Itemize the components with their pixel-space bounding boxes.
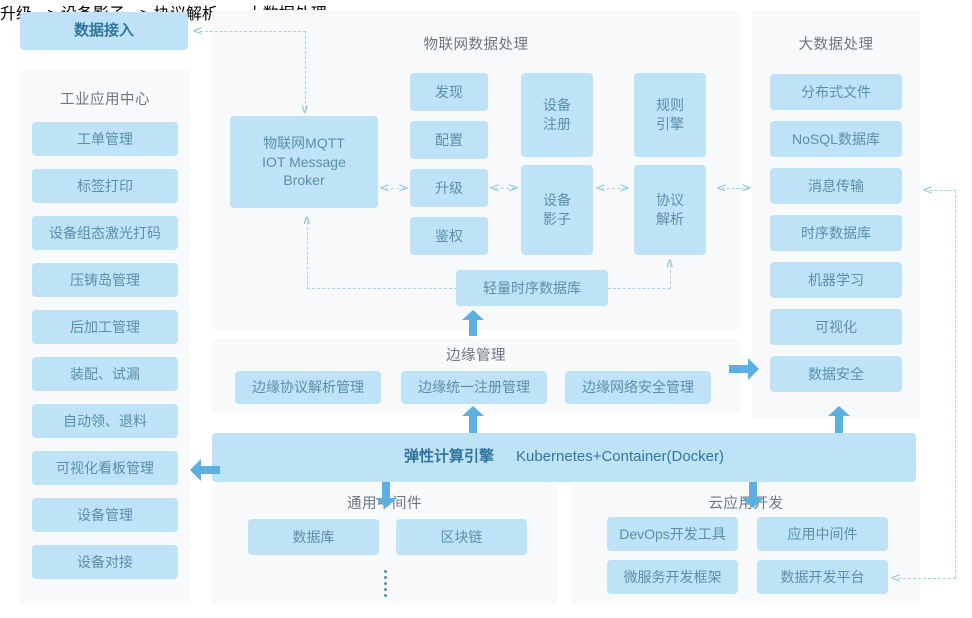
app-item-laser-marking[interactable]: 设备组态激光打码 <box>32 216 178 250</box>
data-ingest-header[interactable]: 数据接入 <box>20 12 188 50</box>
dashed-arrowhead-ingest-left: < <box>192 24 203 39</box>
iot-data-processing-caption: 物联网数据处理 <box>423 37 529 53</box>
app-item-device-docking[interactable]: 设备对接 <box>32 545 178 579</box>
dashed-tsdb-to-protocol-vertical <box>670 265 671 289</box>
dashed-bigdata-loop-bottom <box>898 578 956 579</box>
bigdata-item-distributed-file[interactable]: 分布式文件 <box>770 74 902 110</box>
light-tsdb-card[interactable]: 轻量时序数据库 <box>456 270 608 306</box>
bigdata-item-visualization[interactable]: 可视化 <box>770 309 902 345</box>
app-item-device-management[interactable]: 设备管理 <box>32 498 178 532</box>
middleware-item-database[interactable]: 数据库 <box>248 519 379 555</box>
dashed-mqtt-to-ingest-vertical <box>305 31 306 109</box>
dashed-mqtt-to-ingest-horizontal <box>200 31 306 32</box>
dashed-arrowhead-mqtt-down: ∨ <box>300 102 310 117</box>
dashed-tsdb-to-mqtt-horizontal <box>307 288 457 289</box>
middleware-more-indicator <box>384 570 387 597</box>
edge-management-caption: 边缘管理 <box>446 348 506 364</box>
device-shadow-line1: 设备 <box>543 192 571 209</box>
edge-item-unified-register[interactable]: 边缘统一注册管理 <box>401 371 547 404</box>
mqtt-broker-line1: 物联网MQTT <box>263 134 345 151</box>
device-shadow-line2: 影子 <box>543 211 571 227</box>
app-item-post-processing[interactable]: 后加工管理 <box>32 310 178 344</box>
dashed-arrowhead-messaging-left: < <box>922 183 933 198</box>
solid-arrow-compute-to-app-center <box>190 459 220 481</box>
dashed-tsdb-to-mqtt-vertical <box>307 222 308 289</box>
iot-item-discover[interactable]: 发现 <box>410 73 488 111</box>
solid-arrow-edge-to-bigdata <box>729 358 759 380</box>
app-item-work-order[interactable]: 工单管理 <box>32 122 178 156</box>
rule-engine-line2: 引擎 <box>656 116 684 132</box>
dashed-arrowhead-protocol-up: ∧ <box>665 256 675 271</box>
dashed-bigdata-loop-top <box>930 190 956 191</box>
mqtt-broker-line3: Broker <box>283 172 325 189</box>
dashed-arrowhead-shadow-protocol-right: > <box>619 181 630 196</box>
device-register-line1: 设备 <box>543 97 571 114</box>
solid-arrow-compute-to-edge <box>462 406 484 433</box>
iot-item-config[interactable]: 配置 <box>410 121 488 159</box>
device-register-card[interactable]: 设备 注册 <box>521 73 593 157</box>
elastic-compute-label-en: Kubernetes+Container(Docker) <box>515 448 725 466</box>
app-item-die-casting-island[interactable]: 压铸岛管理 <box>32 263 178 297</box>
app-item-visual-dashboard[interactable]: 可视化看板管理 <box>32 451 178 485</box>
app-item-label-print[interactable]: 标签打印 <box>32 169 178 203</box>
mqtt-broker-card[interactable]: 物联网MQTT IOT Message Broker <box>230 116 378 208</box>
cloud-item-data-dev-platform[interactable]: 数据开发平台 <box>757 560 888 594</box>
bigdata-item-nosql[interactable]: NoSQL数据库 <box>770 121 902 157</box>
solid-arrow-compute-to-middleware <box>375 482 397 508</box>
cloud-item-devops[interactable]: DevOps开发工具 <box>607 517 738 551</box>
device-shadow-card[interactable]: 设备 影子 <box>521 165 593 255</box>
mqtt-broker-line2: IOT Message <box>262 153 346 170</box>
big-data-processing-caption: 大数据处理 <box>798 37 874 53</box>
cloud-item-microservice-framework[interactable]: 微服务开发框架 <box>607 560 738 594</box>
middleware-item-blockchain[interactable]: 区块链 <box>396 519 527 555</box>
elastic-compute-label-cn: 弹性计算引擎 <box>403 448 494 466</box>
dashed-tsdb-to-protocol-horizontal <box>608 288 670 289</box>
protocol-parse-line1: 协议 <box>656 192 684 209</box>
bigdata-item-data-security[interactable]: 数据安全 <box>770 356 902 392</box>
solid-arrow-edge-to-tsdb <box>462 310 484 336</box>
edge-item-network-security[interactable]: 边缘网络安全管理 <box>565 371 711 404</box>
dashed-arrowhead-shadow-protocol-left: < <box>595 181 606 196</box>
dashed-arrowhead-data-dev-left: < <box>890 571 901 586</box>
edge-item-protocol-parse[interactable]: 边缘协议解析管理 <box>235 371 381 404</box>
app-item-assembly-leak-test[interactable]: 装配、试漏 <box>32 357 178 391</box>
solid-arrow-compute-to-cloud-dev <box>742 482 764 508</box>
dashed-mqtt-to-upgrade <box>385 188 405 189</box>
dashed-arrowhead-mqtt-upgrade-left: < <box>379 181 390 196</box>
cloud-item-app-middleware[interactable]: 应用中间件 <box>757 517 888 551</box>
rule-engine-line1: 规则 <box>656 97 684 114</box>
iot-item-upgrade[interactable]: 升级 <box>410 169 488 207</box>
bigdata-item-messaging[interactable]: 消息传输 <box>770 168 902 204</box>
protocol-parse-card[interactable]: 协议 解析 <box>634 165 706 255</box>
dashed-shadow-to-protocol <box>601 188 626 189</box>
iot-item-auth[interactable]: 鉴权 <box>410 217 488 255</box>
dashed-arrowhead-mqtt-up: ∧ <box>302 213 312 228</box>
solid-arrow-compute-to-bigdata <box>828 406 850 433</box>
protocol-parse-line2: 解析 <box>656 211 684 227</box>
elastic-compute-bar[interactable]: 弹性计算引擎 Kubernetes+Container(Docker) <box>212 433 916 482</box>
app-item-auto-material[interactable]: 自动领、退料 <box>32 404 178 438</box>
bigdata-item-tsdb[interactable]: 时序数据库 <box>770 215 902 251</box>
dashed-arrowhead-upgrade-shadow-right: > <box>508 181 519 196</box>
industrial-app-center-caption: 工业应用中心 <box>60 92 150 108</box>
rule-engine-card[interactable]: 规则 引擎 <box>634 73 706 157</box>
dashed-protocol-to-bigdata <box>722 188 748 189</box>
dashed-arrowhead-protocol-bigdata-left: < <box>716 181 727 196</box>
dashed-arrowhead-protocol-bigdata-right: > <box>741 181 752 196</box>
dashed-arrowhead-upgrade-shadow-left: < <box>489 181 500 196</box>
dashed-upgrade-to-shadow <box>495 188 515 189</box>
device-register-line2: 注册 <box>543 116 571 132</box>
bigdata-item-machine-learning[interactable]: 机器学习 <box>770 262 902 298</box>
dashed-bigdata-loop-right <box>955 190 956 578</box>
dashed-arrowhead-mqtt-upgrade-right: > <box>398 181 409 196</box>
